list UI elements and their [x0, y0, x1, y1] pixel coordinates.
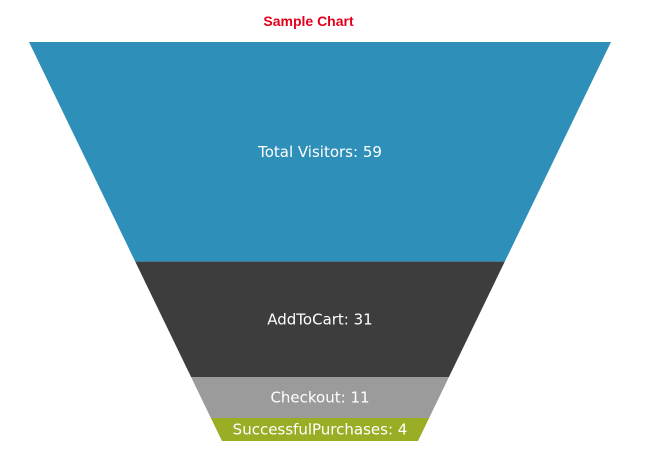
- funnel-label-total visitors: Total Visitors: 59: [257, 143, 382, 161]
- funnel-segment-successfulpurchases: [210, 418, 430, 441]
- funnel-segment-addtocart: [135, 261, 505, 378]
- funnel-label-addtocart: AddToCart: 31: [267, 310, 372, 328]
- funnel-labels: Total Visitors: 59 AddToCart: 31 Checkout:…: [233, 143, 408, 439]
- funnel-label-checkout: Checkout: 11: [270, 389, 369, 407]
- funnel-segment-total visitors: [29, 42, 611, 262]
- funnel-label-successfulpurchases: SuccessfulPurchases: 4: [233, 421, 408, 439]
- chart-title: Sample Chart: [263, 13, 354, 29]
- funnel-segment-checkout: [191, 377, 449, 418]
- funnel-segments: [29, 42, 611, 441]
